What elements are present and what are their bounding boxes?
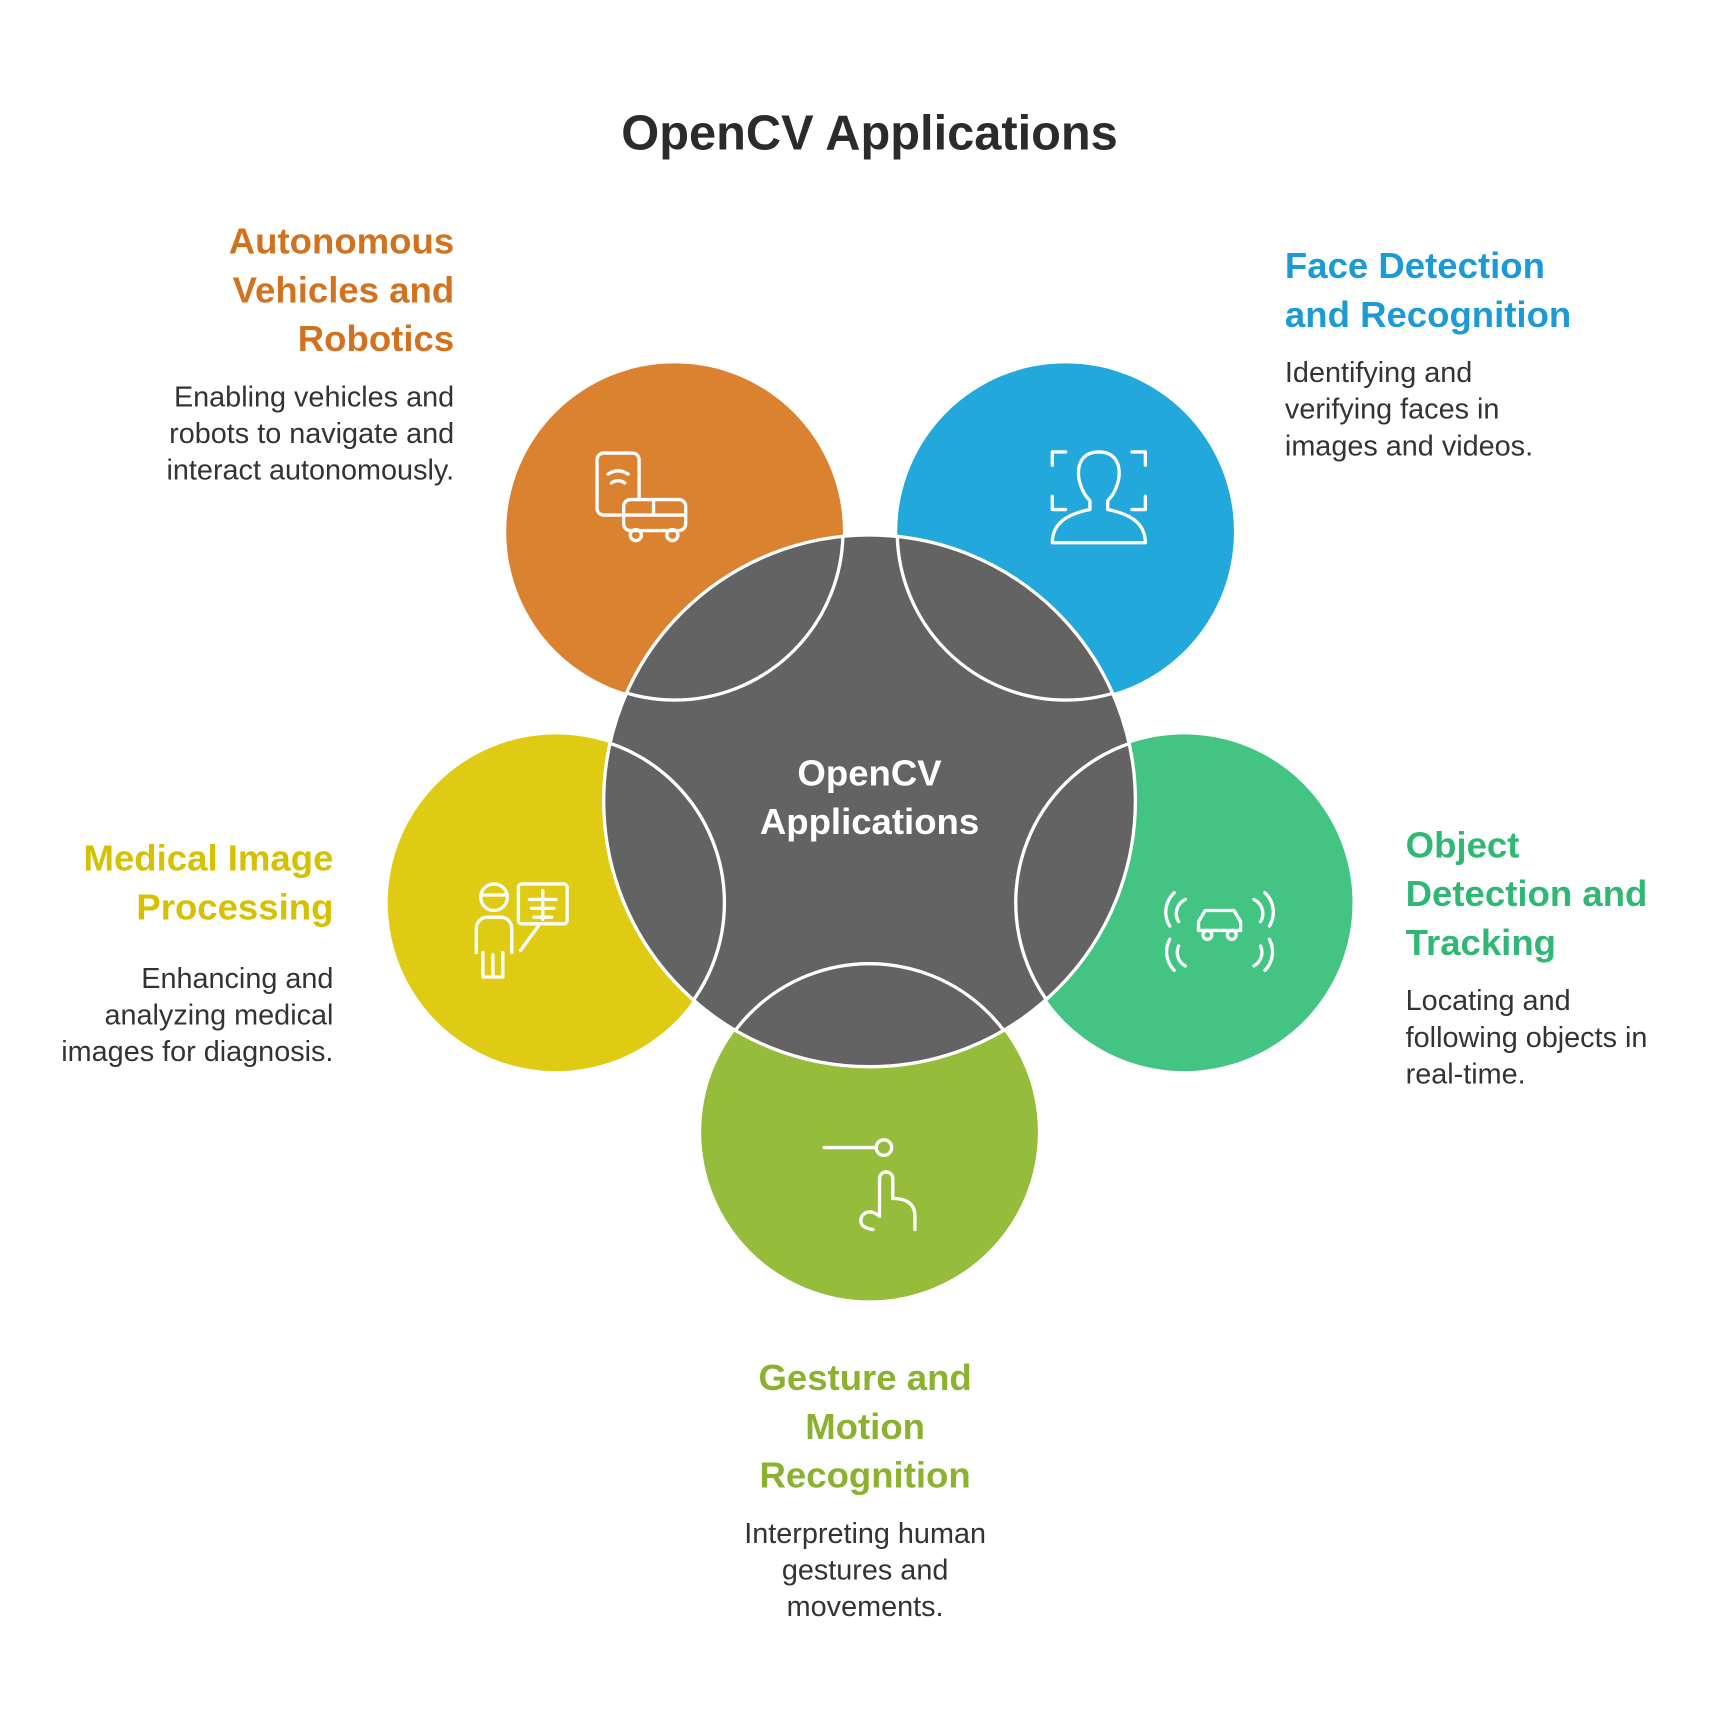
center-label: OpenCV Applications <box>759 752 980 842</box>
center-circle <box>602 533 1138 1069</box>
page-title: OpenCV Applications <box>621 106 1118 161</box>
item-autonomous-vehicles: Autonomous Vehicles and Robotics Enablin… <box>133 217 455 488</box>
item-face-detection: Face Detection and Recognition Identifyi… <box>1285 241 1573 464</box>
item-gesture-motion: Gesture and Motion Recognition Interpret… <box>721 1354 1009 1625</box>
item-heading: Face Detection and Recognition <box>1284 244 1572 335</box>
item-heading: Autonomous Vehicles and Robotics <box>228 220 455 359</box>
item-medical-image: Medical Image Processing Enhancing and a… <box>45 834 333 1070</box>
item-object-detection: Object Detection and Tracking Locating a… <box>1406 821 1683 1092</box>
car-sensor-icon <box>1164 891 1275 972</box>
item-description: Enhancing and analyzing medical images f… <box>61 961 334 1068</box>
doctor-xray-icon <box>474 882 569 979</box>
item-heading: Object Detection and Tracking <box>1405 824 1648 963</box>
vehicle-robot-icon <box>595 451 688 543</box>
item-description: Interpreting human gestures and movement… <box>744 1516 986 1623</box>
item-description: Locating and following objects in real-t… <box>1405 983 1648 1090</box>
item-description: Identifying and verifying faces in image… <box>1284 355 1534 462</box>
overlap-arcs <box>603 535 1136 1067</box>
item-heading: Medical Image Processing <box>83 837 334 928</box>
item-description: Enabling vehicles and robots to navigate… <box>166 379 455 487</box>
hand-swipe-icon <box>822 1138 917 1232</box>
item-heading: Gesture and Motion Recognition <box>758 1356 972 1496</box>
face-scan-icon <box>1050 450 1148 545</box>
